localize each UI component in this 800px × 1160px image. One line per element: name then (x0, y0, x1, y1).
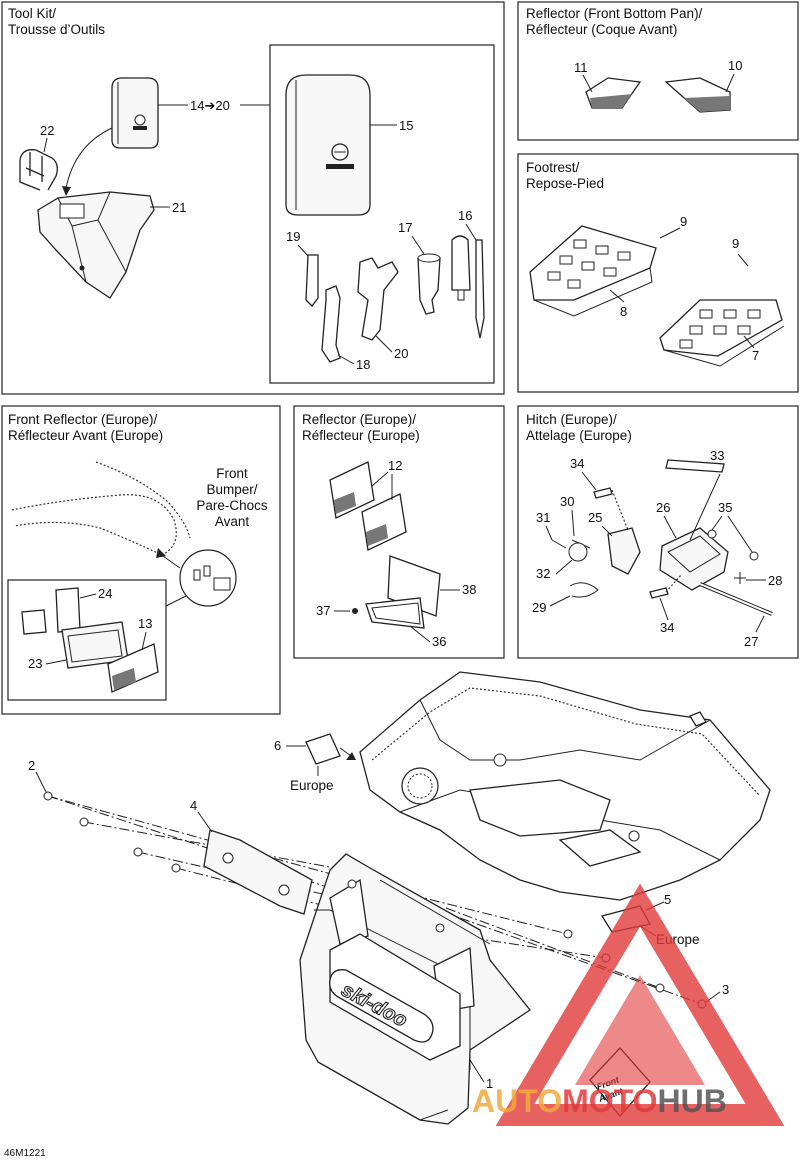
callout-3: 3 (722, 982, 729, 997)
callout-38: 38 (462, 582, 476, 597)
callout-27: 27 (744, 634, 758, 649)
callout-14-20: 14➔20 (190, 98, 230, 113)
tool-pouch-large (285, 74, 371, 216)
multi-tool-20 (357, 257, 399, 341)
panel-subtitle: Repose-Pied (526, 176, 604, 191)
chassis-frame (359, 671, 771, 901)
callout-18: 18 (356, 357, 370, 372)
screwdriver-16 (451, 235, 485, 339)
callout-34: 34 (660, 620, 674, 635)
callout-23: 23 (28, 656, 42, 671)
panel-tool-kit: Tool Kit/ Trousse d’Outils 14➔20 15 22 (1, 1, 505, 395)
callout-2: 2 (28, 758, 35, 773)
reflector-bracket-36 (365, 597, 425, 629)
watermark-text: AUTOMOTOHUB (472, 1083, 727, 1119)
callout-1: 1 (486, 1076, 493, 1091)
bumper-label: Bumper/ (206, 482, 257, 497)
callout-5: 5 (664, 892, 671, 907)
strip-33 (665, 459, 725, 473)
callout-6: 6 (274, 738, 281, 753)
drawing-code: 46M1221 (4, 1148, 46, 1159)
footrest-7 (659, 299, 785, 367)
tool-holder-21 (37, 191, 155, 299)
callout-9: 9 (680, 214, 687, 229)
panel-title: Hitch (Europe)/ (526, 412, 617, 427)
panel-title: Footrest/ (526, 160, 580, 175)
callout-7: 7 (752, 348, 759, 363)
panel-title: Front Reflector (Europe)/ (8, 412, 158, 427)
callout-24: 24 (98, 586, 112, 601)
callout-30: 30 (560, 494, 574, 509)
bolt-2 (43, 791, 181, 873)
decal-6 (305, 733, 341, 765)
panel-title: Reflector (Europe)/ (302, 412, 416, 427)
panel-front-reflector-europe: Front Reflector (Europe)/ Réflecteur Ava… (1, 405, 281, 715)
front-bumper-1: ski-doo (299, 853, 531, 1125)
panel-subtitle: Trousse d’Outils (8, 22, 105, 37)
callout-19: 19 (286, 229, 300, 244)
panel-reflector-europe: Reflector (Europe)/ Réflecteur (Europe) … (293, 405, 505, 659)
bumper-label: Front (216, 466, 248, 481)
callout-36: 36 (432, 634, 446, 649)
bracket-24 (55, 587, 81, 633)
socket-17 (417, 253, 441, 315)
callout-13: 13 (138, 616, 152, 631)
callout-15: 15 (399, 118, 413, 133)
panel-subtitle: Réflecteur (Coque Avant) (526, 22, 677, 37)
callout-20: 20 (394, 346, 408, 361)
europe-label: Europe (290, 778, 334, 793)
panel-subtitle: Réflecteur Avant (Europe) (8, 428, 163, 443)
callout-9: 9 (732, 236, 739, 251)
callout-11: 11 (574, 60, 588, 75)
callout-28: 28 (768, 573, 782, 588)
tool-pouch-small (111, 77, 159, 149)
callout-35: 35 (718, 500, 732, 515)
panel-subtitle: Réflecteur (Europe) (302, 428, 420, 443)
callout-8: 8 (620, 304, 627, 319)
hitch-body-26 (659, 527, 729, 591)
bumper-label: Avant (215, 514, 250, 529)
callout-22: 22 (40, 123, 54, 138)
callout-4: 4 (190, 798, 197, 813)
callout-37: 37 (316, 603, 330, 618)
pin-27 (699, 582, 773, 616)
hex-key-19 (305, 254, 319, 307)
callout-10: 10 (728, 58, 742, 73)
callout-34: 34 (570, 456, 584, 471)
panel-hitch-europe: Hitch (Europe)/ Attelage (Europe) 33 34 … (517, 405, 799, 659)
callout-16: 16 (458, 208, 472, 223)
wrench-18 (321, 285, 341, 363)
panel-footrest: Footrest/ Repose-Pied 8 7 (517, 153, 799, 393)
hitch-lock-25 (607, 527, 641, 575)
panel-title: Reflector (Front Bottom Pan)/ (526, 6, 703, 21)
footrest-8 (529, 225, 657, 317)
bracket-4 (203, 829, 313, 915)
callout-26: 26 (656, 500, 670, 515)
callout-32: 32 (536, 566, 550, 581)
bracket-22 (19, 149, 58, 191)
callout-12: 12 (388, 458, 402, 473)
bumper-label: Pare-Chocs (196, 498, 268, 513)
panel-reflector-front-pan: Reflector (Front Bottom Pan)/ Réflecteur… (517, 1, 799, 141)
callout-25: 25 (588, 510, 602, 525)
callout-17: 17 (398, 220, 412, 235)
watermark-logo: AUTOMOTOHUB (472, 883, 785, 1126)
callout-29: 29 (532, 600, 546, 615)
callout-33: 33 (710, 448, 724, 463)
panel-subtitle: Attelage (Europe) (526, 428, 632, 443)
panel-title: Tool Kit/ (8, 6, 56, 21)
callout-21: 21 (172, 200, 186, 215)
callout-31: 31 (536, 510, 550, 525)
